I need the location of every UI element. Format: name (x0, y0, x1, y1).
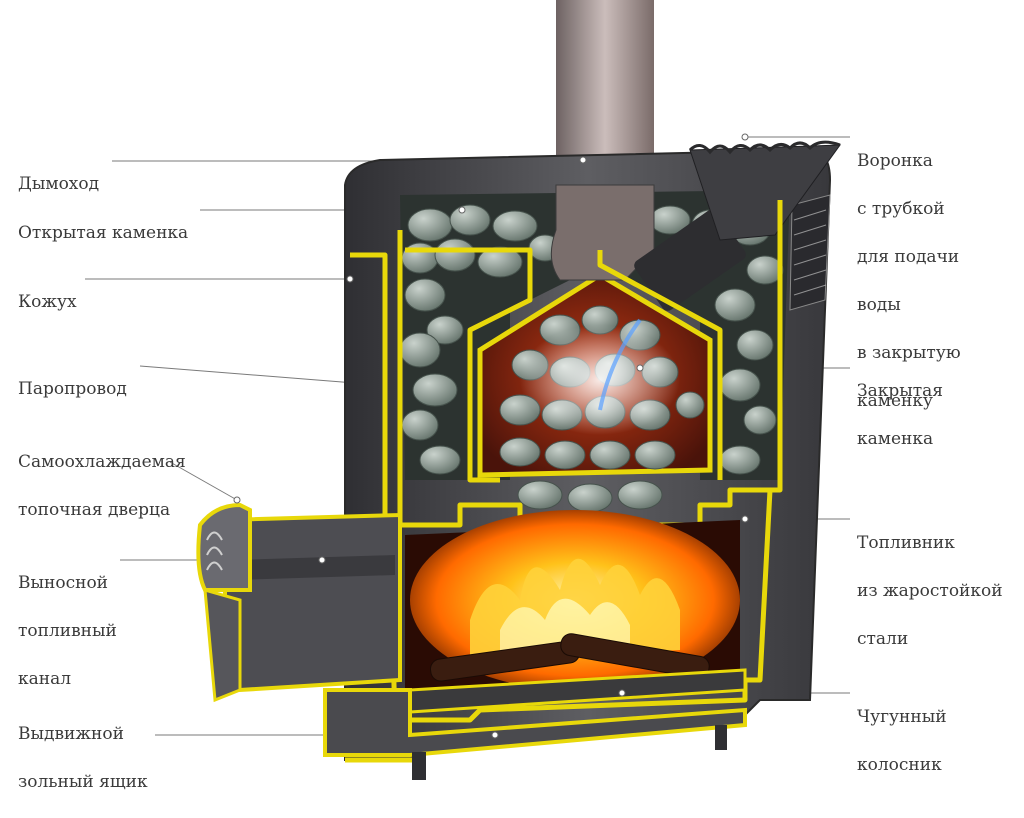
label-grate-line-1: Чугунный (857, 707, 947, 727)
label-open-heater: Открытая каменка (18, 197, 188, 269)
label-open-heater-line-1: Открытая каменка (18, 223, 189, 243)
label-casing-line-1: Кожух (18, 292, 77, 312)
label-funnel: Воронка с трубкой для подачи воды в закр… (857, 125, 961, 437)
ash-drawer-shape (323, 688, 747, 757)
label-steam-duct-line-1: Паропровод (18, 379, 127, 399)
steam-cloud (520, 325, 680, 435)
label-funnel-line-3: для подачи (857, 247, 960, 267)
label-chimney: Дымоход (18, 148, 99, 220)
water-stream (598, 318, 642, 411)
label-ash-drawer-line-1: Выдвижной (18, 724, 124, 744)
label-door-line-2: топочная дверца (18, 500, 171, 520)
label-funnel-line-2: с трубкой (857, 199, 945, 219)
label-funnel-line-4: воды (857, 295, 901, 315)
label-closed-heater-line-1: Закрытая (857, 381, 944, 401)
water-funnel (634, 140, 842, 311)
label-closed-heater: Закрытая каменка (857, 355, 943, 475)
label-chimney-line-1: Дымоход (18, 174, 100, 194)
label-funnel-line-5: в закрытую (857, 343, 961, 363)
label-grate: Чугунный колосник (857, 681, 947, 801)
label-funnel-line-1: Воронка (857, 151, 933, 171)
stove-foot-front (412, 752, 426, 780)
stove-foot-back (715, 725, 727, 750)
label-ash-drawer-line-2: зольный ящик (18, 772, 148, 792)
label-ash-drawer: Выдвижной зольный ящик (18, 698, 148, 818)
label-fuel-channel-line-1: Выносной (18, 573, 109, 593)
label-funnel-line-6: каменку (857, 391, 934, 411)
open-heater-stones (399, 204, 784, 475)
label-firebox-line-1: Топливник (857, 533, 955, 553)
label-fuel-channel-line-2: топливный (18, 621, 117, 641)
label-firebox-line-3: стали (857, 629, 909, 649)
leader-steam-duct (139, 365, 381, 386)
firebox-door (196, 502, 252, 592)
firewood (429, 633, 710, 682)
label-casing: Кожух (18, 266, 77, 338)
label-door: Самоохлаждаемая топочная дверца (18, 426, 186, 546)
label-firebox-line-2: из жаростойкой (857, 581, 1003, 601)
label-closed-heater-line-2: каменка (857, 429, 934, 449)
label-door-line-1: Самоохлаждаемая (18, 452, 186, 472)
label-fuel-channel-line-3: канал (18, 669, 72, 689)
label-firebox: Топливник из жаростойкой стали (857, 507, 1003, 675)
leader-door (169, 461, 238, 501)
leader-dots (233, 133, 749, 739)
label-steam-duct: Паропровод (18, 353, 127, 425)
label-grate-line-2: колосник (857, 755, 942, 775)
label-fuel-channel: Выносной топливный канал (18, 547, 117, 715)
rear-lattice (789, 194, 831, 311)
